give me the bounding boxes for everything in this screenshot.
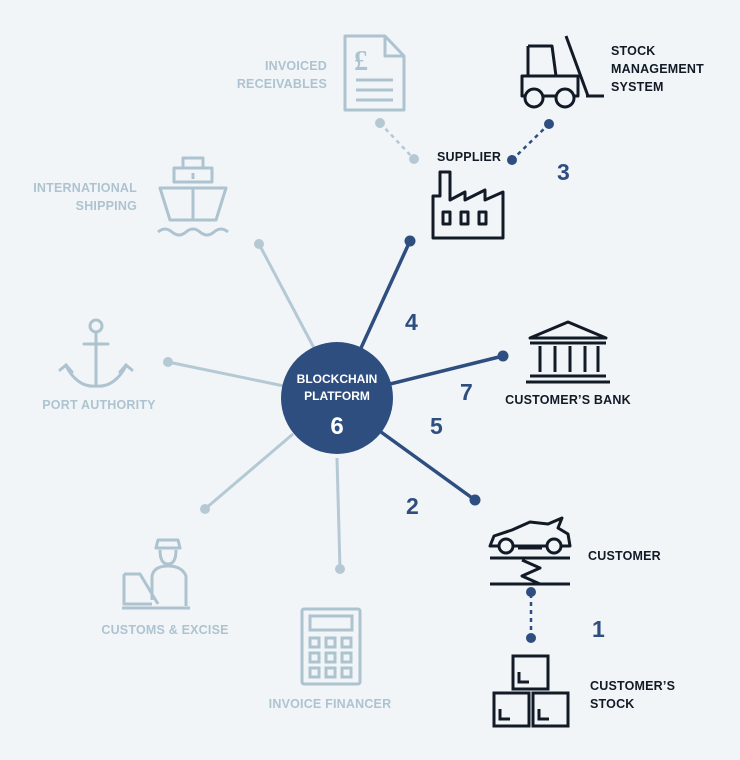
factory-icon xyxy=(431,170,505,240)
car-on-lift-icon xyxy=(488,516,572,586)
hub-step-number: 6 xyxy=(330,413,343,440)
customs-officer-icon xyxy=(122,538,190,610)
forklift-icon xyxy=(520,35,604,109)
faded-connectors xyxy=(167,122,415,570)
label-port-authority: PORT AUTHORITY xyxy=(42,398,156,412)
ship-icon xyxy=(157,156,229,237)
label-international-shipping-line2: SHIPPING xyxy=(76,199,137,213)
label-international-shipping-line1: INTERNATIONAL xyxy=(33,181,137,195)
faded-connector-dots xyxy=(163,118,419,574)
step-number-3: 3 xyxy=(557,159,570,185)
dot-international-shipping xyxy=(254,239,264,249)
dot-customers-bank xyxy=(497,350,509,362)
dot-invoiced-receivables-top xyxy=(375,118,385,128)
step-number-2: 2 xyxy=(406,493,419,519)
label-invoiced-receivables-line2: RECEIVABLES xyxy=(237,77,327,91)
connector-stock-management xyxy=(511,123,550,161)
active-connector-dots xyxy=(404,119,554,643)
stacked-boxes-icon xyxy=(492,654,570,728)
label-stock-management-line2: MANAGEMENT xyxy=(611,62,704,76)
label-supplier: SUPPLIER xyxy=(437,150,501,164)
connector-supplier xyxy=(359,240,412,349)
anchor-icon xyxy=(58,318,134,388)
dot-invoiced-receivables-bottom xyxy=(409,154,419,164)
dot-stock-management-top xyxy=(544,119,554,129)
invoice-pound-icon: £ xyxy=(343,34,406,112)
connector-customs xyxy=(204,432,294,511)
connector-international-shipping xyxy=(257,243,316,349)
label-customers-bank: CUSTOMER’S BANK xyxy=(505,393,631,407)
label-customers-stock-line2: STOCK xyxy=(590,697,635,711)
label-customer: CUSTOMER xyxy=(588,549,661,563)
dot-customers-stock-top xyxy=(526,587,536,597)
dot-customs xyxy=(200,504,210,514)
hub-circle xyxy=(281,342,393,454)
hub-line1: BLOCKCHAIN xyxy=(297,372,378,386)
step-number-4: 4 xyxy=(405,309,418,335)
hub-line2: PLATFORM xyxy=(304,389,370,403)
label-invoice-financer: INVOICE FINANCER xyxy=(269,697,392,711)
connector-invoiced-receivables xyxy=(379,122,415,160)
dot-invoice-financer xyxy=(335,564,345,574)
dot-customer xyxy=(469,494,481,506)
step-number-1: 1 xyxy=(592,616,605,642)
dot-customers-stock-bottom xyxy=(526,633,536,643)
dot-port-authority xyxy=(163,357,173,367)
label-customs-excise: CUSTOMS & EXCISE xyxy=(101,623,228,637)
blockchain-hub: BLOCKCHAIN PLATFORM 6 xyxy=(281,342,393,454)
connector-port-authority xyxy=(167,360,285,388)
bank-icon xyxy=(526,320,610,384)
step-number-7: 7 xyxy=(460,379,473,405)
label-stock-management-line3: SYSTEM xyxy=(611,80,664,94)
calculator-icon xyxy=(300,607,362,686)
connector-invoice-financer xyxy=(335,457,342,570)
dot-stock-management-bottom xyxy=(507,155,517,165)
label-stock-management-line1: STOCK xyxy=(611,44,656,58)
label-customers-stock-line1: CUSTOMER’S xyxy=(590,679,675,693)
node-labels: INVOICED RECEIVABLES INTERNATIONAL SHIPP… xyxy=(33,44,704,711)
active-connectors xyxy=(359,123,550,637)
dot-supplier xyxy=(404,235,416,247)
connector-customer xyxy=(379,430,477,502)
step-number-5: 5 xyxy=(430,413,443,439)
connector-customers-bank xyxy=(389,354,504,386)
label-invoiced-receivables-line1: INVOICED xyxy=(265,59,327,73)
step-numbers: 3 4 7 5 2 1 xyxy=(405,159,605,642)
svg-text:£: £ xyxy=(354,46,368,77)
